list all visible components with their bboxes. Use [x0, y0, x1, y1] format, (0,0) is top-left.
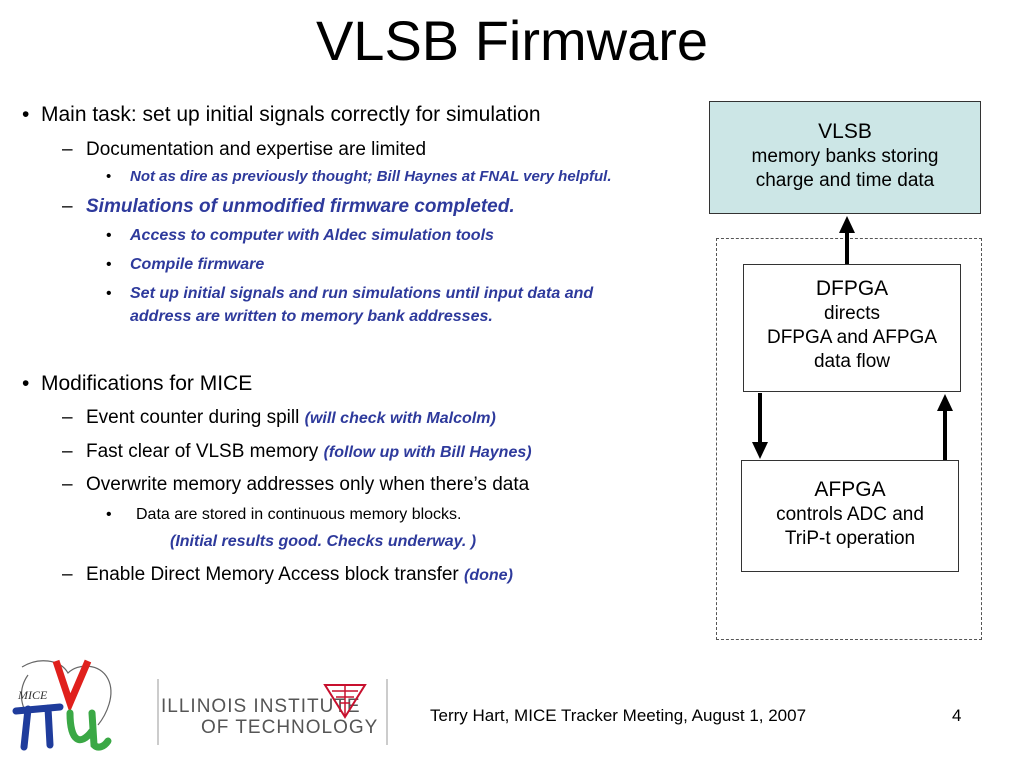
dash-marker: –	[62, 474, 73, 495]
fast-clear-note: (follow up with Bill Haynes)	[323, 444, 532, 461]
vlsb-line-1: memory banks storing	[751, 146, 939, 167]
afpga-line-1: controls ADC and	[776, 504, 924, 525]
bullet-main-task: Main task: set up initial signals correc…	[41, 103, 541, 126]
bullet-marker: •	[22, 103, 30, 126]
item-initial-results: (Initial results good. Checks underway. …	[170, 533, 477, 550]
dash-marker: –	[62, 139, 73, 160]
dash-marker: –	[62, 441, 73, 462]
dfpga-title: DFPGA	[815, 277, 889, 300]
sub-bullet-marker: •	[106, 506, 112, 523]
sub-bullet-marker: •	[106, 227, 112, 244]
item-fast-clear: Fast clear of VLSB memory (follow up wit…	[86, 441, 532, 463]
arrow-afpga-to-dfpga	[937, 394, 953, 460]
slide-title: VLSB Firmware	[315, 9, 709, 72]
vlsb-box: VLSB memory banks storing charge and tim…	[709, 101, 981, 214]
iit-logo-line-1: ILLINOIS INSTITUTE	[161, 696, 361, 717]
sub-bullet-marker: •	[106, 285, 112, 302]
item-access: Access to computer with Aldec simulation…	[130, 227, 494, 244]
mice-logo-text: MICE	[17, 688, 48, 702]
afpga-title: AFPGA	[814, 478, 886, 501]
iit-triangle-icon	[323, 684, 367, 719]
item-event-counter: Event counter during spill (will check w…	[86, 407, 496, 429]
vlsb-title: VLSB	[818, 120, 872, 143]
dash-marker: –	[62, 564, 73, 585]
item-documentation: Documentation and expertise are limited	[86, 139, 427, 160]
arrow-dfpga-to-afpga	[752, 393, 768, 459]
dash-marker: –	[62, 407, 73, 428]
item-overwrite: Overwrite memory addresses only when the…	[86, 474, 530, 495]
dfpga-box: DFPGA directs DFPGA and AFPGA data flow	[743, 264, 961, 392]
dma-note: (done)	[464, 567, 513, 584]
item-compile: Compile firmware	[130, 256, 265, 273]
bullet-marker: •	[22, 372, 30, 395]
bullet-modifications: Modifications for MICE	[41, 372, 253, 395]
event-counter-note: (will check with Malcolm)	[304, 410, 496, 427]
event-counter-text: Event counter during spill	[86, 407, 305, 428]
item-dma: Enable Direct Memory Access block transf…	[86, 564, 513, 586]
page-number: 4	[952, 706, 962, 725]
dfpga-line-3: data flow	[813, 351, 891, 372]
item-setup-line-1: Set up initial signals and run simulatio…	[130, 285, 594, 302]
item-not-as-dire: Not as dire as previously thought; Bill …	[130, 168, 612, 185]
dash-marker: –	[62, 196, 73, 217]
footer-credit: Terry Hart, MICE Tracker Meeting, August…	[430, 706, 807, 725]
item-setup-line-2: address are written to memory bank addre…	[130, 308, 493, 325]
dfpga-line-1: directs	[824, 303, 880, 324]
afpga-box: AFPGA controls ADC and TriP-t operation	[741, 460, 959, 572]
item-continuous-blocks: Data are stored in continuous memory blo…	[136, 506, 462, 523]
sub-bullet-marker: •	[106, 168, 112, 185]
item-simulations: Simulations of unmodified firmware compl…	[86, 196, 515, 217]
sub-bullet-marker: •	[106, 256, 112, 273]
fast-clear-text: Fast clear of VLSB memory	[86, 441, 324, 462]
vlsb-line-2: charge and time data	[755, 170, 935, 191]
arrow-dfpga-to-vlsb	[839, 216, 855, 264]
afpga-line-2: TriP-t operation	[784, 528, 916, 549]
dma-text: Enable Direct Memory Access block transf…	[86, 564, 465, 585]
mice-logo: MICE	[12, 659, 112, 751]
iit-logo-line-2: OF TECHNOLOGY	[201, 717, 378, 738]
iit-logo: ILLINOIS INSTITUTE OF TECHNOLOGY	[157, 679, 388, 745]
dfpga-line-2: DFPGA and AFPGA	[766, 327, 938, 348]
